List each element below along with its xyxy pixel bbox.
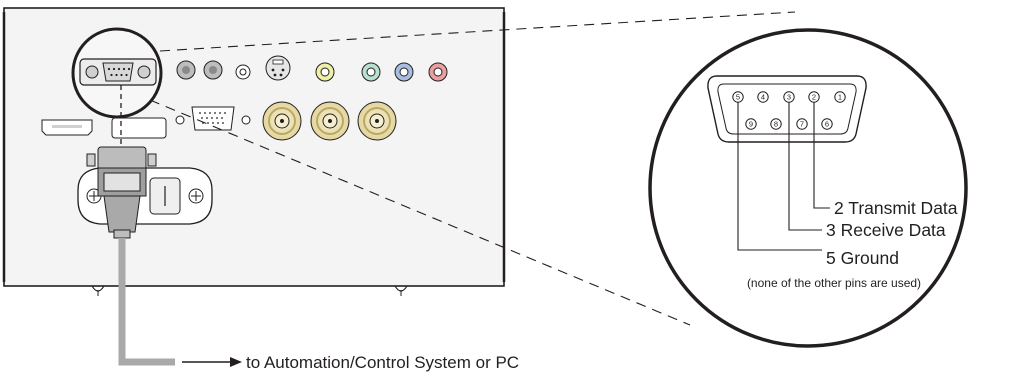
pin-5: 5 [732, 91, 744, 103]
serial-cable [118, 238, 175, 366]
projector-rear-panel [2, 7, 506, 296]
pin-4: 4 [757, 91, 769, 103]
pin-3: 3 [783, 91, 795, 103]
pin3-label: 3 Receive Data [826, 220, 946, 240]
svg-text:2: 2 [812, 93, 816, 102]
svg-text:4: 4 [761, 93, 765, 102]
pin2-leader [813, 102, 830, 209]
pin-6: 6 [821, 118, 833, 130]
pin2-label: 2 Transmit Data [834, 198, 958, 218]
magnified-connector-view: 5 4 3 2 1 9 8 7 6 [648, 28, 968, 348]
pin-9: 9 [745, 118, 757, 130]
pin-7: 7 [796, 118, 808, 130]
svg-text:8: 8 [774, 120, 778, 129]
pin-1: 1 [834, 91, 846, 103]
pin-8: 8 [770, 118, 782, 130]
pin-2: 2 [808, 91, 820, 103]
second-row-ports [41, 101, 397, 141]
destination-label: to Automation/Control System or PC [246, 353, 519, 372]
svg-text:3: 3 [787, 93, 791, 102]
db9-cable-plug [86, 146, 157, 239]
pin5-label: 5 Ground [826, 248, 899, 268]
svg-text:6: 6 [825, 120, 829, 129]
rs232-port [71, 27, 163, 119]
svg-text:1: 1 [838, 93, 842, 102]
zoom-leader-lines [149, 11, 796, 326]
video-input-jacks [176, 55, 448, 82]
destination-arrow [182, 357, 242, 367]
unused-pins-note: (none of the other pins are used) [747, 276, 921, 290]
pin3-leader [788, 102, 822, 231]
svg-text:9: 9 [749, 120, 753, 129]
svg-text:5: 5 [736, 93, 740, 102]
svg-text:7: 7 [800, 120, 804, 129]
pin5-leader [737, 102, 822, 251]
